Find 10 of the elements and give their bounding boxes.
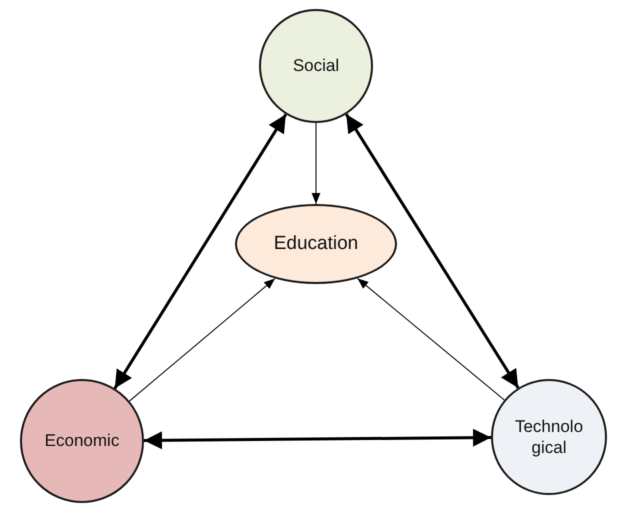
node-label: Social: [292, 55, 340, 77]
arrow: [312, 122, 320, 204]
arrow: [345, 113, 520, 389]
node-label: Economic: [44, 430, 120, 452]
arrow: [144, 428, 492, 450]
arrow: [356, 278, 505, 400]
arrow: [114, 114, 288, 390]
node-label: Education: [274, 232, 358, 256]
arrow: [128, 278, 276, 402]
node-label: Technolo gical: [514, 416, 584, 458]
